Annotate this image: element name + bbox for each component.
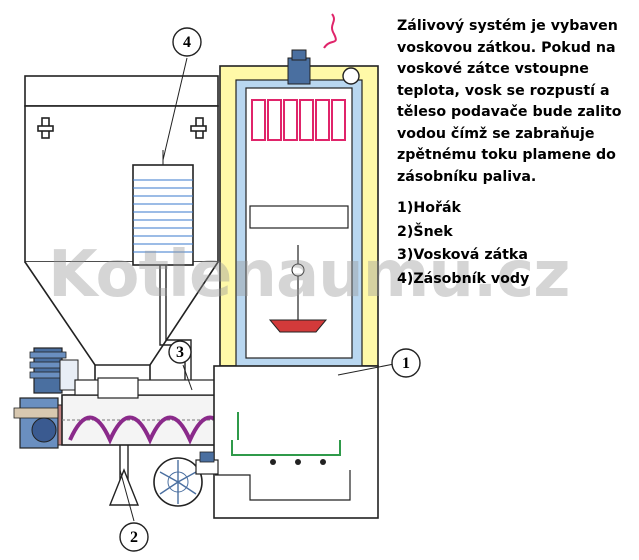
svg-text:1: 1: [402, 355, 410, 372]
callout-2: 2: [119, 522, 149, 552]
boiler: [219, 13, 379, 371]
legend-item-burner: 1)Hořák: [397, 200, 461, 216]
svg-text:3: 3: [176, 344, 184, 361]
callouts: 4 3 1 2: [119, 27, 421, 552]
heat-exchanger: [251, 99, 346, 141]
callout-3: 3: [168, 340, 192, 364]
callout-1: 1: [391, 348, 421, 378]
legend-item-auger: 2)Šnek: [397, 223, 453, 240]
support-leg: [108, 445, 140, 506]
base-frame: [213, 365, 379, 519]
description-text: Zálivový systém je vybaven voskovou zátk…: [397, 18, 622, 185]
water-tank: [132, 150, 194, 385]
svg-text:2: 2: [130, 529, 138, 546]
gearbox: [13, 397, 69, 449]
motor: [29, 347, 79, 394]
legend-item-water-tank: 4)Zásobník vody: [397, 270, 530, 287]
legend-item-wax-plug: 3)Vosková zátka: [397, 247, 528, 263]
legend: 1)Hořák 2)Šnek 3)Vosková zátka 4)Zásobní…: [397, 197, 617, 291]
fan: [153, 451, 219, 507]
fuel-hopper: [24, 75, 219, 380]
svg-text:4: 4: [183, 34, 191, 51]
callout-4: 4: [172, 27, 202, 57]
